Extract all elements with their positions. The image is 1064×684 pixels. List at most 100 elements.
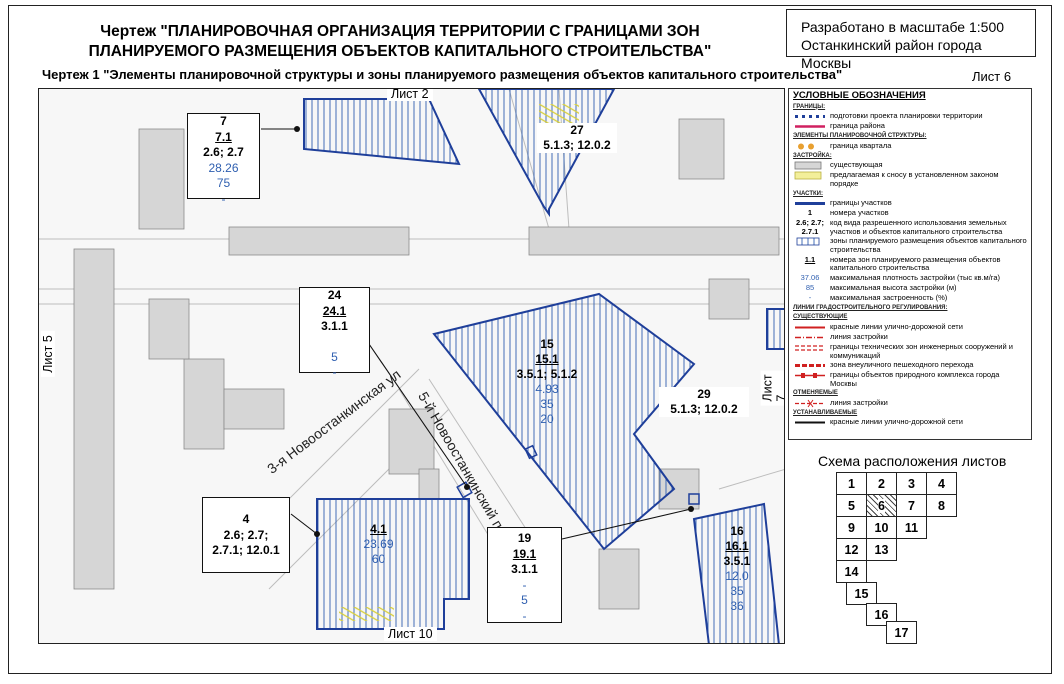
zone-number: 24.1 [322,303,347,318]
scheme-sheet-16[interactable]: 16 [866,603,897,626]
scheme-sheet-label: 13 [874,542,889,557]
scheme-sheet-6[interactable]: 6 [866,494,897,517]
scheme-sheet-12[interactable]: 12 [836,538,867,561]
parcel-number: 24 [327,288,342,302]
edge-label-top[interactable]: Лист 2 [387,89,433,101]
parcel-number: 7 [220,114,227,128]
edge-label-right[interactable]: Лист 7 [760,370,784,406]
edge-label-left[interactable]: Лист 5 [40,331,55,377]
density-value: 28.26 [208,160,239,175]
scheme-sheet-label: 3 [908,476,915,491]
leader-lines [261,128,692,540]
scheme-sheet-10[interactable]: 10 [866,516,897,539]
legend-item: 2.6; 2.7; 2.7.1 код вида разрешенного ис… [796,218,1007,236]
drawing-subtitle: Чертеж 1 "Элементы планировочной структу… [42,67,843,82]
zone-number: 19.1 [512,546,537,561]
use-codes: 5.1.3; 12.0.2 [543,138,611,152]
height-value: 60 [371,552,386,566]
scheme-sheet-5[interactable]: 5 [836,494,867,517]
height-value: 75 [216,176,231,190]
zone-16-1 [692,502,780,643]
parcel-label-24[interactable]: 24 24.1 3.1.1 5 - [299,287,370,379]
parcel-label-4[interactable]: 4 2.6; 2.7; 2.7.1; 12.0.1 [202,497,290,573]
edge-label-bottom[interactable]: Лист 10 [384,627,437,641]
legend-item: красные линии улично-дорожной сети [793,418,1027,427]
scheme-sheet-label: 7 [908,498,915,513]
scheme-sheet-1[interactable]: 1 [836,472,867,495]
scheme-sheet-label: 1 [848,476,855,491]
scheme-sheet-label: 2 [878,476,885,491]
scheme-sheet-label: 15 [854,586,869,601]
zone-edge-right [766,308,784,350]
scheme-sheet-9[interactable]: 9 [836,516,867,539]
use-codes: 5.1.3; 12.0.2 [670,402,738,416]
scheme-sheet-label: 6 [878,498,885,513]
drawing-frame [8,5,1052,674]
legend-section: ГРАНИЦЫ: [793,103,826,110]
scheme-sheet-7[interactable]: 7 [896,494,927,517]
use-codes: 2.6; 2.7 [203,145,244,159]
title-line-1: Чертеж "ПЛАНИРОВОЧНАЯ ОРГАНИЗАЦИЯ ТЕРРИТ… [100,23,700,40]
district-line-icon [793,122,827,131]
scheme-sheet-label: 12 [844,542,859,557]
scheme-sheet-8[interactable]: 8 [926,494,957,517]
built-value: - [522,608,527,623]
parcel-number: 19 [517,531,532,545]
map-canvas [39,89,784,643]
zone-label-4-1[interactable]: 4.1 23.69 60 [351,522,406,567]
scheme-sheet-15[interactable]: 15 [846,582,877,605]
density-value: 23.69 [363,537,394,551]
legend-item: 37.06 максимальная плотность застройки (… [800,272,1001,282]
scheme-sheet-2[interactable]: 2 [866,472,897,495]
parcel-number: 27 [570,123,584,137]
built-value: 20 [540,412,554,426]
tech-zone-icon [793,343,827,352]
scale-text: Разработано в масштабе 1:500 [801,19,1005,35]
density-value [300,335,369,350]
scheme-sheet-14[interactable]: 14 [836,560,867,583]
legend-item: граница района [793,122,1027,131]
scheme-sheet-13[interactable]: 13 [866,538,897,561]
scheme-sheet-label: 11 [904,520,919,535]
build-line-icon [793,333,827,342]
zone-hatch-icon [793,237,827,246]
map-panel[interactable]: Лист 2 Лист 10 Лист 5 Лист 7 3-я Новоост… [38,88,785,644]
legend-item: зоны планируемого размещения объектов ка… [793,236,1027,254]
parcel-label-15[interactable]: 15 15.1 3.5.1; 5.1.2 4.93 35 20 [507,337,587,427]
zone-number: 16.1 [725,539,749,553]
demolition-area-2 [339,607,394,621]
block-boundary-icon [793,142,827,151]
scheme-sheet-label: 8 [938,498,945,513]
height-value: 5 [521,593,528,607]
scheme-sheet-4[interactable]: 4 [926,472,957,495]
legend-section: ЭЛЕМЕНТЫ ПЛАНИРОВОЧНОЙ СТРУКТУРЫ: [793,133,927,140]
zone-number: 7.1 [215,129,232,144]
density-value: 4.93 [535,382,559,396]
legend-section: СУЩЕСТВУЮЩИЕ [793,314,848,321]
scheme-sheet-11[interactable]: 11 [896,516,927,539]
legend-item: границы участков [793,199,1027,208]
cancelled-line-icon [793,399,827,408]
parcel-label-19[interactable]: 19 19.1 3.1.1 - 5 - [487,527,562,623]
scheme-sheet-label: 9 [848,520,855,535]
built-value: - [332,365,337,379]
scheme-sheet-17[interactable]: 17 [886,621,917,644]
use-codes: 2.6; 2.7; [223,527,269,542]
use-codes: 3.5.1 [723,554,751,568]
legend-panel: УСЛОВНЫЕ ОБОЗНАЧЕНИЯ ГРАНИЦЫ: подготовки… [788,88,1032,440]
legend-item: - максимальная застроенность (%) [808,292,948,302]
parcel-label-16[interactable]: 16 16.1 3.5.1 12.0 35 36 [717,524,757,614]
scheme-sheet-label: 14 [844,564,859,579]
legend-item: зона внеуличного пешеходного перехода [793,360,1027,370]
built-value: 36 [730,599,744,613]
demolition-icon [793,171,827,180]
parcel-label-29[interactable]: 29 5.1.3; 12.0.2 [659,387,749,417]
red-line-icon [793,323,827,332]
legend-item: линия застройки [793,332,1027,342]
scheme-sheet-3[interactable]: 3 [896,472,927,495]
parcel-label-7[interactable]: 7 7.1 2.6; 2.7 28.26 75 - [187,113,260,206]
legend-section: ЛИНИИ ГРАДОСТРОИТЕЛЬНОГО РЕГУЛИРОВАНИЯ: [793,304,948,311]
parcel-number: 4 [242,512,250,526]
parcel-label-27[interactable]: 27 5.1.3; 12.0.2 [537,123,617,153]
density-value: 12.0 [725,569,749,583]
